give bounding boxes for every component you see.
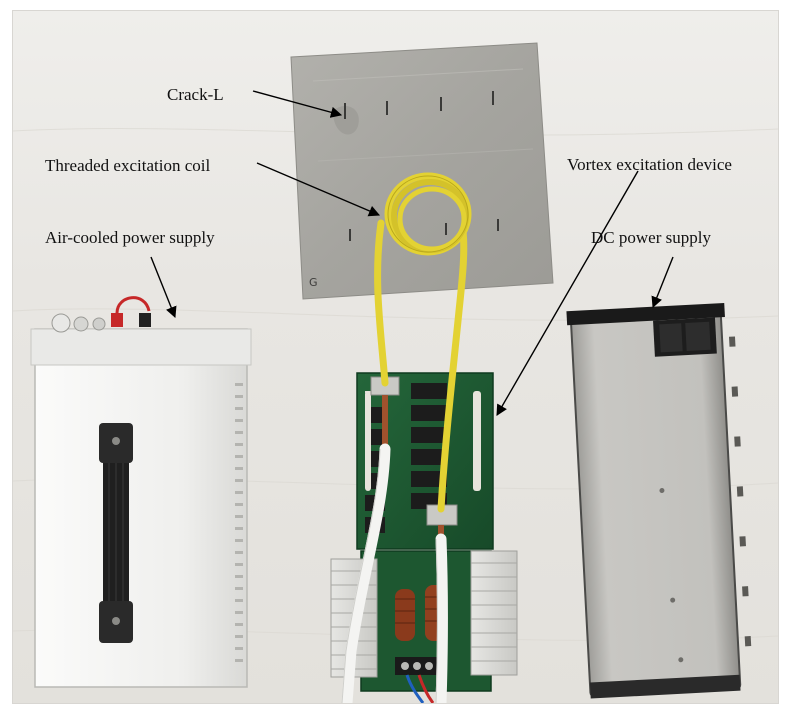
arrow-dc-supply (651, 256, 674, 309)
psu-terminals (51, 296, 151, 333)
photo-illustration: G (13, 42, 778, 703)
arrow-air-supply (150, 256, 177, 319)
label-coil: Threaded excitation coil (45, 156, 211, 175)
plate-mark: G (309, 276, 318, 289)
psu-handle (99, 423, 133, 643)
dc-power-supply (566, 302, 752, 699)
arrow-crack (252, 90, 343, 118)
white-cables (341, 443, 448, 703)
heatsink-right (470, 550, 518, 676)
label-air-supply: Air-cooled power supply (45, 228, 215, 247)
arrow-vortex (496, 170, 639, 416)
psu-vent-slots (235, 383, 243, 662)
air-cooled-power-supply (30, 296, 252, 688)
aluminum-plate: G (290, 42, 554, 300)
label-vortex-device: Vortex excitation device (567, 155, 732, 174)
vortex-excitation-device (330, 372, 518, 703)
crack-slits (344, 91, 499, 241)
annotation-arrows (150, 90, 674, 416)
label-dc-supply: DC power supply (591, 228, 711, 247)
arrow-coil (256, 162, 381, 217)
experimental-setup-photo: G (12, 10, 779, 704)
label-crack: Crack-L (167, 85, 224, 104)
yellow-coil (374, 172, 472, 513)
